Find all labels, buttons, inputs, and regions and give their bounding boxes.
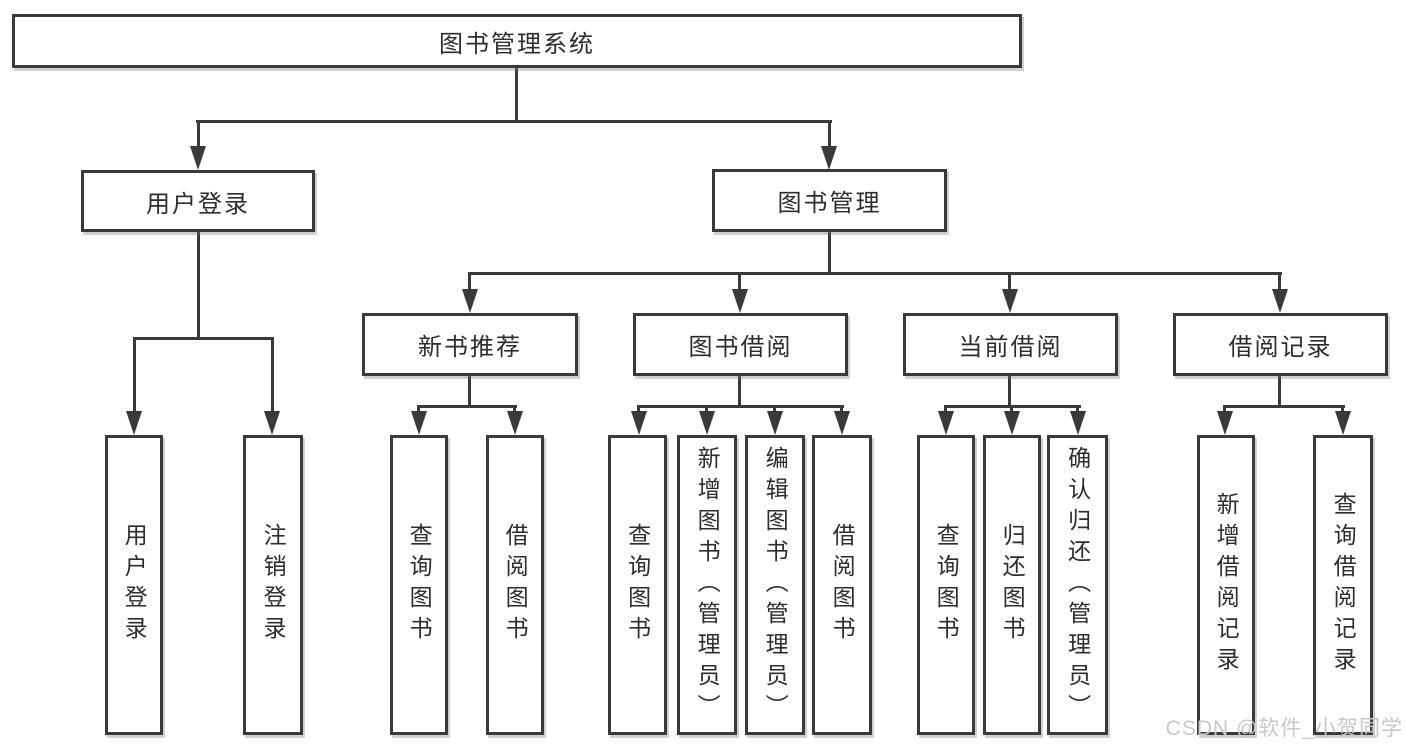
csdn-watermark: CSDN @软件_小贺同学 bbox=[1165, 717, 1403, 740]
leaf-query-books-current: 查询图书 bbox=[917, 435, 975, 735]
connector-line bbox=[1076, 405, 1079, 414]
connector-line bbox=[515, 68, 518, 122]
connector-line bbox=[197, 121, 200, 149]
node-label: 新增借阅记录 bbox=[1213, 492, 1240, 678]
connector-line bbox=[417, 405, 420, 414]
connector-line bbox=[1223, 405, 1226, 414]
connector-line bbox=[705, 405, 708, 414]
connector-line bbox=[828, 232, 831, 274]
connector-line bbox=[468, 273, 471, 291]
connector-line bbox=[513, 405, 516, 414]
node-label: 查询图书 bbox=[933, 523, 960, 647]
node-label: 查询借阅记录 bbox=[1330, 492, 1357, 678]
leaf-borrow-books-recommend: 借阅图书 bbox=[486, 435, 544, 735]
node-borrowing-records: 借阅记录 bbox=[1173, 313, 1388, 376]
node-label: 用户登录 bbox=[146, 190, 250, 218]
connector-line bbox=[133, 337, 274, 340]
leaf-query-books-recommend: 查询图书 bbox=[390, 435, 448, 735]
connector-line bbox=[1278, 375, 1281, 407]
connector-line bbox=[196, 120, 832, 123]
connector-line bbox=[271, 338, 274, 414]
node-label: 当前借阅 bbox=[958, 334, 1063, 361]
arrow-down-icon bbox=[834, 411, 850, 435]
arrow-down-icon bbox=[699, 411, 715, 435]
arrow-down-icon bbox=[411, 411, 427, 435]
arrow-down-icon bbox=[767, 411, 783, 435]
connector-line bbox=[1008, 273, 1011, 291]
connector-line bbox=[944, 405, 947, 414]
node-current-borrowing: 当前借阅 bbox=[903, 313, 1118, 376]
node-label: 新书推荐 bbox=[418, 334, 522, 361]
arrow-down-icon bbox=[1335, 411, 1351, 435]
arrow-down-icon bbox=[938, 411, 954, 435]
leaf-edit-books-admin: 编辑图书（管理员） bbox=[745, 435, 805, 735]
arrow-down-icon bbox=[190, 146, 206, 170]
leaf-add-books-admin: 新增图书（管理员） bbox=[677, 435, 737, 735]
connector-line bbox=[840, 405, 843, 414]
arrow-down-icon bbox=[264, 411, 280, 435]
leaf-user-login: 用户登录 bbox=[105, 435, 163, 735]
arrow-down-icon bbox=[631, 411, 647, 435]
node-label: 新增图书（管理员） bbox=[694, 445, 721, 725]
leaf-add-borrow-record: 新增借阅记录 bbox=[1197, 435, 1255, 735]
arrow-down-icon bbox=[1070, 411, 1086, 435]
connector-line bbox=[637, 405, 844, 408]
leaf-query-books-borrowing: 查询图书 bbox=[608, 435, 667, 735]
node-label: 注销登录 bbox=[260, 523, 287, 647]
leaf-borrow-books: 借阅图书 bbox=[812, 435, 872, 735]
connector-line bbox=[773, 405, 776, 414]
node-label: 借阅图书 bbox=[502, 523, 529, 647]
arrow-down-icon bbox=[1004, 411, 1020, 435]
leaf-return-books: 归还图书 bbox=[983, 435, 1041, 735]
connector-line bbox=[1223, 405, 1345, 408]
node-book-management: 图书管理 bbox=[712, 169, 947, 232]
connector-line bbox=[738, 273, 741, 291]
node-label: 图书管理 bbox=[777, 190, 882, 217]
connector-line bbox=[468, 272, 1282, 275]
connector-line bbox=[1010, 405, 1013, 414]
node-book-borrowing: 图书借阅 bbox=[633, 313, 848, 376]
node-label: 查询图书 bbox=[406, 523, 433, 647]
node-user-login: 用户登录 bbox=[81, 170, 315, 232]
connector-line bbox=[1008, 375, 1011, 407]
node-label: 图书借阅 bbox=[688, 334, 793, 361]
leaf-confirm-return-admin: 确认归还（管理员） bbox=[1047, 435, 1108, 735]
connector-line bbox=[468, 376, 471, 407]
connector-line bbox=[828, 121, 831, 149]
node-label: 用户登录 bbox=[121, 523, 148, 647]
connector-line bbox=[417, 405, 517, 408]
arrow-down-icon bbox=[1002, 289, 1018, 313]
connector-line bbox=[133, 338, 136, 414]
node-label: 查询图书 bbox=[624, 523, 651, 647]
leaf-query-borrow-record: 查询借阅记录 bbox=[1313, 435, 1373, 735]
connector-line bbox=[637, 405, 640, 414]
arrow-down-icon bbox=[1217, 411, 1233, 435]
arrow-down-icon bbox=[1272, 289, 1288, 313]
node-label: 确认归还（管理员） bbox=[1064, 445, 1091, 725]
node-label: 借阅记录 bbox=[1228, 334, 1333, 361]
leaf-logout: 注销登录 bbox=[243, 435, 303, 735]
node-library-management-system: 图书管理系统 bbox=[12, 14, 1022, 68]
node-label: 借阅图书 bbox=[829, 523, 856, 647]
arrow-down-icon bbox=[507, 411, 523, 435]
arrow-down-icon bbox=[126, 411, 142, 435]
node-label: 编辑图书（管理员） bbox=[762, 445, 789, 725]
connector-line bbox=[1278, 273, 1281, 291]
connector-line bbox=[738, 376, 741, 407]
arrow-down-icon bbox=[821, 146, 837, 170]
arrow-down-icon bbox=[462, 289, 478, 313]
node-label: 归还图书 bbox=[999, 523, 1026, 647]
arrow-down-icon bbox=[732, 289, 748, 313]
connector-line bbox=[197, 232, 200, 339]
node-label: 图书管理系统 bbox=[439, 30, 595, 58]
connector-line bbox=[1341, 405, 1344, 414]
node-new-book-recommendation: 新书推荐 bbox=[362, 313, 578, 376]
